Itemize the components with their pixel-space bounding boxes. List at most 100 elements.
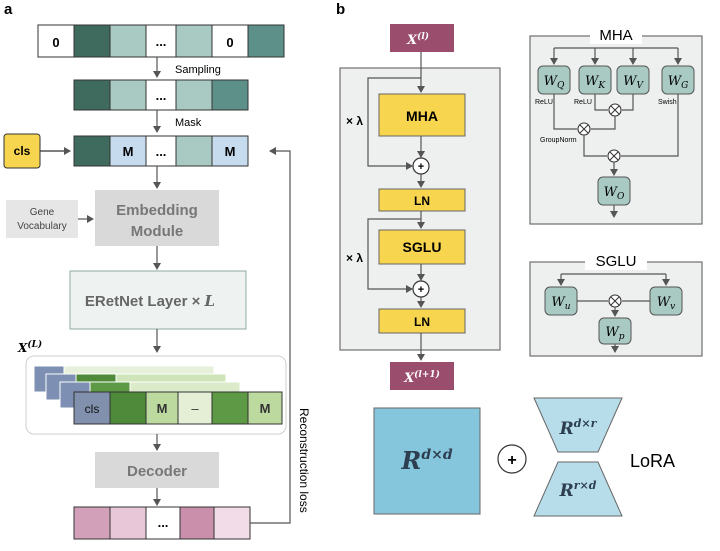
residual-1-path (367, 77, 421, 170)
x-l1-output-box (390, 362, 454, 390)
output-token (213, 506, 251, 540)
weight-sv: Wv (649, 286, 683, 316)
input-token-row: 0 ... 0 (37, 24, 285, 58)
mask-m-text-2: M (225, 144, 236, 159)
decoder-box (95, 452, 219, 488)
sampled-token (73, 79, 111, 111)
sglu-multiply-glyph (610, 296, 620, 306)
gene-vocab-line1: Gene (30, 207, 55, 218)
lora-top-base: R (559, 419, 574, 439)
ln2-label: LN (414, 315, 430, 329)
lora-plus-symbol: + (507, 452, 516, 469)
swish-label: Swish (658, 99, 677, 106)
input-token-ellipsis (145, 24, 177, 58)
q-to-mult-line (553, 94, 577, 130)
output-token (179, 506, 215, 540)
sampling-label: Sampling (175, 64, 221, 76)
input-token-zero-2 (211, 24, 249, 58)
input-zero-text-2: 0 (226, 35, 233, 50)
embedding-line1: Embedding (116, 202, 198, 219)
lora-bottom-base: R (559, 481, 574, 501)
stack-m-text-1: M (157, 401, 168, 416)
x-L-sup: (L) (27, 339, 42, 350)
output-token (73, 506, 111, 540)
weight-v-sub: V (636, 81, 644, 91)
stack-front-cell (109, 391, 147, 425)
weight-u: Wu (544, 286, 578, 316)
mha-detail-title-bg (590, 26, 642, 44)
lora-full-matrix (373, 407, 481, 515)
lora-top-sup: d×r (574, 417, 598, 430)
qkv-multiply-glyph (579, 124, 589, 134)
eretnet-text: ERetNet Layer × (85, 293, 205, 310)
k-to-mult-line (594, 94, 608, 111)
lora-label: LoRA (630, 451, 675, 471)
weight-g-sub: G (681, 81, 688, 91)
weight-sv-sub: v (670, 302, 675, 312)
gene-vocab-line2: Vocabulary (17, 221, 66, 232)
reconstruction-loss-arrow (250, 147, 291, 524)
eretnet-label: ERetNet Layer × L (85, 292, 215, 310)
weight-o-sub: O (617, 192, 625, 202)
sampled-token (109, 79, 147, 111)
masked-token (73, 135, 111, 167)
mha-box-label: MHA (406, 108, 438, 124)
mask-label: Mask (175, 117, 202, 129)
input-token (175, 24, 213, 58)
weight-p: Wp (598, 317, 632, 345)
mha-box (378, 93, 466, 137)
input-token (247, 24, 285, 58)
sampled-ellipsis-text: ... (156, 88, 167, 103)
embedding-module-box (95, 190, 219, 246)
eretnet-L: L (204, 292, 216, 310)
v-to-mult-line (622, 94, 634, 111)
add-2-symbol: + (418, 284, 424, 296)
stack-m-text-2: M (260, 401, 271, 416)
ln1-box (378, 188, 466, 212)
sampled-token (175, 79, 213, 111)
relu-k-label: ReLU (574, 99, 592, 106)
output-token-row: ... (73, 506, 251, 540)
x-L-base: X (17, 341, 28, 355)
input-token (109, 24, 147, 58)
ln1-label: LN (414, 194, 430, 208)
masked-token-row: M ... M (73, 135, 249, 167)
embedding-stack-front: cls M – M (73, 391, 283, 425)
residual-2-path (367, 218, 421, 293)
input-token (73, 24, 111, 58)
gene-vocabulary-box (6, 200, 78, 238)
gn-to-mult-line (583, 135, 607, 157)
weight-q: WQ (537, 65, 571, 95)
cls-token-text: cls (14, 144, 31, 158)
stack-front-ellipsis (177, 391, 213, 425)
input-ellipsis-text: ... (156, 34, 167, 49)
x-l1-output-label: X(l+1) (403, 369, 440, 386)
output-ellipsis-text: ... (158, 515, 169, 530)
lambda-2-label: × λ (346, 251, 363, 265)
stack-front-m2 (247, 391, 283, 425)
weight-g: WG (661, 65, 695, 95)
sglu-detail-title: SGLU (596, 253, 637, 270)
input-token-zero-1 (37, 24, 75, 58)
lora-plus-icon (497, 444, 527, 474)
x-out-sup: (l+1) (414, 369, 440, 380)
x-l-input-label: X(l) (406, 31, 429, 48)
stack-ellipsis-text: – (191, 401, 199, 416)
masked-token (175, 135, 213, 167)
embedding-line2: Module (131, 223, 184, 240)
weight-p-sub: p (619, 332, 625, 342)
x-L-label: X(L) (17, 339, 42, 355)
stack-front-cls (73, 391, 111, 425)
panel-a-label: a (4, 1, 13, 18)
masked-ellipsis-text: ... (156, 144, 167, 159)
lora-up-matrix (533, 461, 623, 517)
add-1-symbol: + (418, 161, 424, 173)
lora-up-label: Rr×d (559, 479, 597, 501)
decoder-label: Decoder (127, 463, 187, 480)
lambda-1-label: × λ (346, 114, 363, 128)
output-token-ellipsis (145, 506, 181, 540)
weight-o: WO (597, 176, 631, 206)
masked-token-m2 (211, 135, 249, 167)
g-to-mult-line (621, 94, 679, 157)
